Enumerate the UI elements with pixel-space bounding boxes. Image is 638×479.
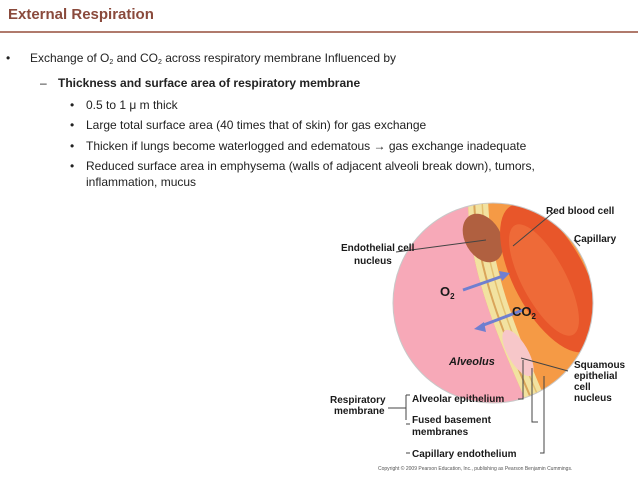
squamous-label-line3: cell (574, 382, 591, 393)
list-item-text: Large total surface area (40 times that … (86, 118, 427, 132)
leader-lines (395, 211, 581, 454)
bullet-dot: • (70, 98, 75, 112)
alveolar-epithelium-label: Alveolar epithelium (412, 394, 504, 405)
bullet-dot: • (70, 159, 75, 173)
fused-basement-label-line2: membranes (412, 427, 469, 438)
squamous-label-line4: nucleus (574, 393, 612, 404)
subheading: Thickness and surface area of respirator… (58, 76, 361, 90)
co2-arrow (480, 308, 524, 328)
red-blood-cell-label: Red blood cell (546, 206, 615, 217)
o2-label: O2 (440, 284, 455, 301)
list-item-text: Reduced surface area in emphysema (walls… (86, 159, 535, 173)
squamous-nucleus (502, 329, 534, 377)
list-item-text: 0.5 to 1 μ m thick (86, 98, 178, 112)
fused-basement-label-line1: Fused basement (412, 415, 492, 426)
respiratory-label-line1: Respiratory (330, 395, 386, 406)
capillary-label: Capillary (574, 234, 617, 245)
arrow-head-icon (499, 271, 510, 281)
list-item-text: Thicken if lungs become waterlogged and … (86, 139, 527, 153)
bullet-dot: • (70, 139, 75, 153)
bullet-dot: • (6, 51, 11, 65)
copyright-text: Copyright © 2009 Pearson Education, Inc.… (378, 465, 572, 472)
alveolus-label: Alveolus (448, 356, 495, 368)
bullet-dot: • (70, 118, 75, 132)
respiratory-membrane-diagram: O2 CO2 Alveolus Red blood cell Capillary… (330, 202, 626, 472)
squamous-label-line1: Squamous (574, 360, 626, 371)
list-item-continuation: inflammation, mucus (86, 175, 197, 189)
red-blood-cell-center (509, 224, 579, 336)
capillary-endothelium-label: Capillary endothelium (412, 449, 517, 460)
title-divider (0, 31, 638, 33)
dash-marker: – (40, 76, 47, 90)
gas-exchange-arrows (462, 271, 524, 332)
arrow-head-icon (474, 322, 486, 332)
endothelial-label-line1: Endothelial cell (341, 243, 415, 254)
respiratory-label-line2: membrane (334, 406, 385, 417)
squamous-label-line2: epithelial (574, 371, 618, 382)
bullet-level2: –Thickness and surface area of respirato… (40, 76, 360, 90)
endothelial-label-line2: nucleus (354, 256, 392, 267)
circle-outline (392, 202, 594, 404)
co2-label: CO2 (512, 304, 537, 321)
endothelial-nucleus (462, 213, 504, 263)
o2-arrow (462, 274, 504, 292)
slide-title: External Respiration (8, 6, 154, 23)
membrane-cross-section (393, 203, 593, 403)
bullet-text: Exchange of O2 and CO2 across respirator… (30, 51, 397, 66)
